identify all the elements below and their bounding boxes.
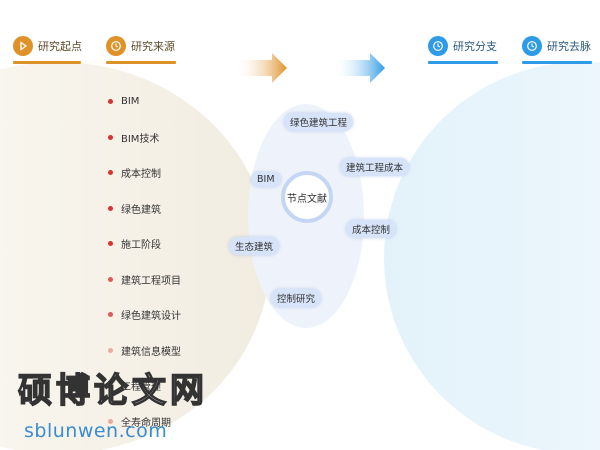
- watermark-logo-text: 硕博论文网: [17, 371, 208, 411]
- blue-arrow-icon: [333, 53, 385, 83]
- bullet-dot-icon: [108, 312, 113, 318]
- list-item[interactable]: 建筑工程项目: [108, 262, 181, 298]
- header-research-source: 研究来源: [106, 32, 175, 60]
- list-item-label: 工程管理: [121, 382, 161, 394]
- orange-arrow-icon: [235, 53, 287, 83]
- bullet-dot-icon: [108, 418, 113, 424]
- list-item[interactable]: 绿色建筑设计: [108, 297, 181, 333]
- header-research-origin: 研究起点: [13, 32, 82, 60]
- clock-icon: [106, 36, 126, 56]
- bullet-dot-icon: [108, 241, 113, 247]
- header-label: 研究来源: [131, 40, 175, 53]
- header-underline: [522, 61, 592, 64]
- list-item[interactable]: 全寿命周期: [108, 404, 181, 440]
- header-underline: [428, 61, 498, 64]
- keyword-node-control-research[interactable]: 控制研究: [271, 289, 322, 307]
- play-triangle-icon: [13, 36, 33, 56]
- list-item-label: 成本控制: [121, 169, 161, 181]
- list-item-label: BIM技术: [121, 133, 160, 145]
- branch-region: [384, 62, 600, 450]
- keyword-node-bim[interactable]: BIM: [251, 172, 281, 187]
- bullet-dot-icon: [108, 99, 113, 105]
- list-item-label: 建筑工程项目: [121, 275, 181, 287]
- keyword-node-cost-control[interactable]: 成本控制: [346, 220, 397, 238]
- clock-icon: [522, 36, 542, 56]
- list-item[interactable]: BIM技术: [108, 120, 181, 156]
- center-node-document[interactable]: 节点文献: [281, 171, 333, 223]
- list-item[interactable]: 建筑信息模型: [108, 333, 181, 369]
- header-research-branch: 研究分支: [428, 32, 497, 60]
- source-region: [0, 62, 270, 450]
- bullet-dot-icon: [108, 170, 113, 176]
- center-node-label: 节点文献: [287, 193, 327, 205]
- list-item[interactable]: 成本控制: [108, 155, 181, 191]
- list-item-label: 全寿命周期: [121, 417, 171, 429]
- bullet-dot-icon: [108, 383, 113, 389]
- list-item-label: 建筑信息模型: [121, 346, 181, 358]
- keyword-node-green-building-engineering[interactable]: 绿色建筑工程: [284, 113, 354, 131]
- header-research-lineage: 研究去脉: [522, 32, 591, 60]
- header-underline: [13, 61, 81, 64]
- list-item[interactable]: 工程管理: [108, 368, 181, 404]
- list-item[interactable]: 绿色建筑: [108, 191, 181, 227]
- bullet-dot-icon: [108, 347, 113, 353]
- header-label: 研究去脉: [547, 40, 591, 53]
- bullet-dot-icon: [108, 276, 113, 282]
- header-label: 研究起点: [38, 40, 82, 53]
- clock-icon: [428, 36, 448, 56]
- bullet-dot-icon: [108, 205, 113, 211]
- list-item-label: BIM: [121, 96, 140, 108]
- list-item-label: 施工阶段: [121, 240, 161, 252]
- keyword-node-building-engineering-cost[interactable]: 建筑工程成本: [340, 158, 410, 176]
- keyword-node-ecological-building[interactable]: 生态建筑: [229, 237, 280, 255]
- header-label: 研究分支: [453, 40, 497, 53]
- list-item[interactable]: BIM: [108, 84, 181, 120]
- list-item-label: 绿色建筑: [121, 204, 161, 216]
- list-item-label: 绿色建筑设计: [121, 311, 181, 323]
- header-underline: [106, 61, 176, 64]
- list-item[interactable]: 施工阶段: [108, 226, 181, 262]
- bullet-dot-icon: [108, 134, 113, 140]
- research-source-list: BIM BIM技术 成本控制 绿色建筑 施工阶段 建筑工程项目 绿色建筑设计 建…: [108, 84, 181, 439]
- watermark-url: sblunwen.com: [24, 420, 168, 442]
